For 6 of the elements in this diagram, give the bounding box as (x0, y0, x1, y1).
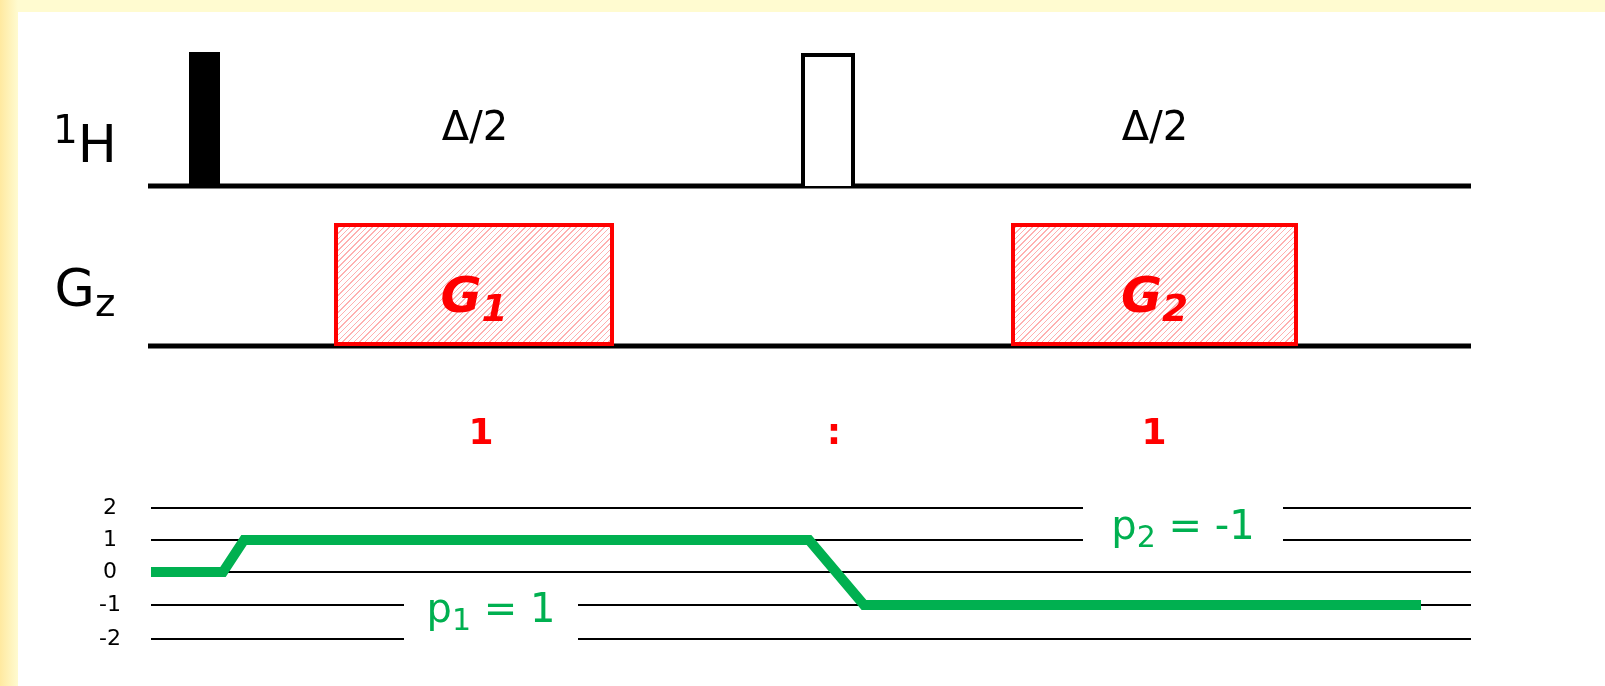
gradient-label: G$_{1}$ (440, 269, 508, 320)
gradient-pulse (1011, 223, 1298, 346)
gradient-label: G$_{2}$ (1120, 269, 1189, 320)
pulse-bar (801, 53, 855, 186)
pulse-bar (189, 52, 220, 186)
gradient-pulse (334, 223, 614, 346)
